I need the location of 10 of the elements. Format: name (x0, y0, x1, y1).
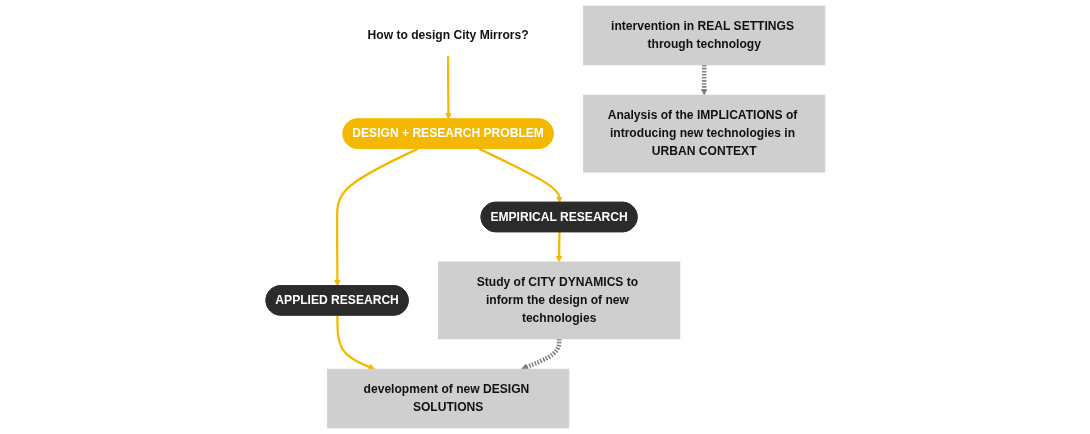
arrow (478, 147, 563, 203)
node-box: Analysis of the IMPLICATIONS of introducing new technologies in URBAN CONTEXT (582, 94, 825, 173)
arrow (335, 315, 375, 370)
node-box: Study of CITY DYNAMICS to inform the design of new technologies (437, 261, 680, 340)
node-box: intervention in REAL SETTINGS through technology (582, 5, 825, 66)
arrow (333, 147, 418, 287)
arrow (444, 55, 452, 120)
node-text: How to design City Mirrors? (367, 28, 529, 42)
arrow (555, 232, 562, 263)
node-box: development of new DESIGN SOLUTIONS (326, 368, 569, 429)
